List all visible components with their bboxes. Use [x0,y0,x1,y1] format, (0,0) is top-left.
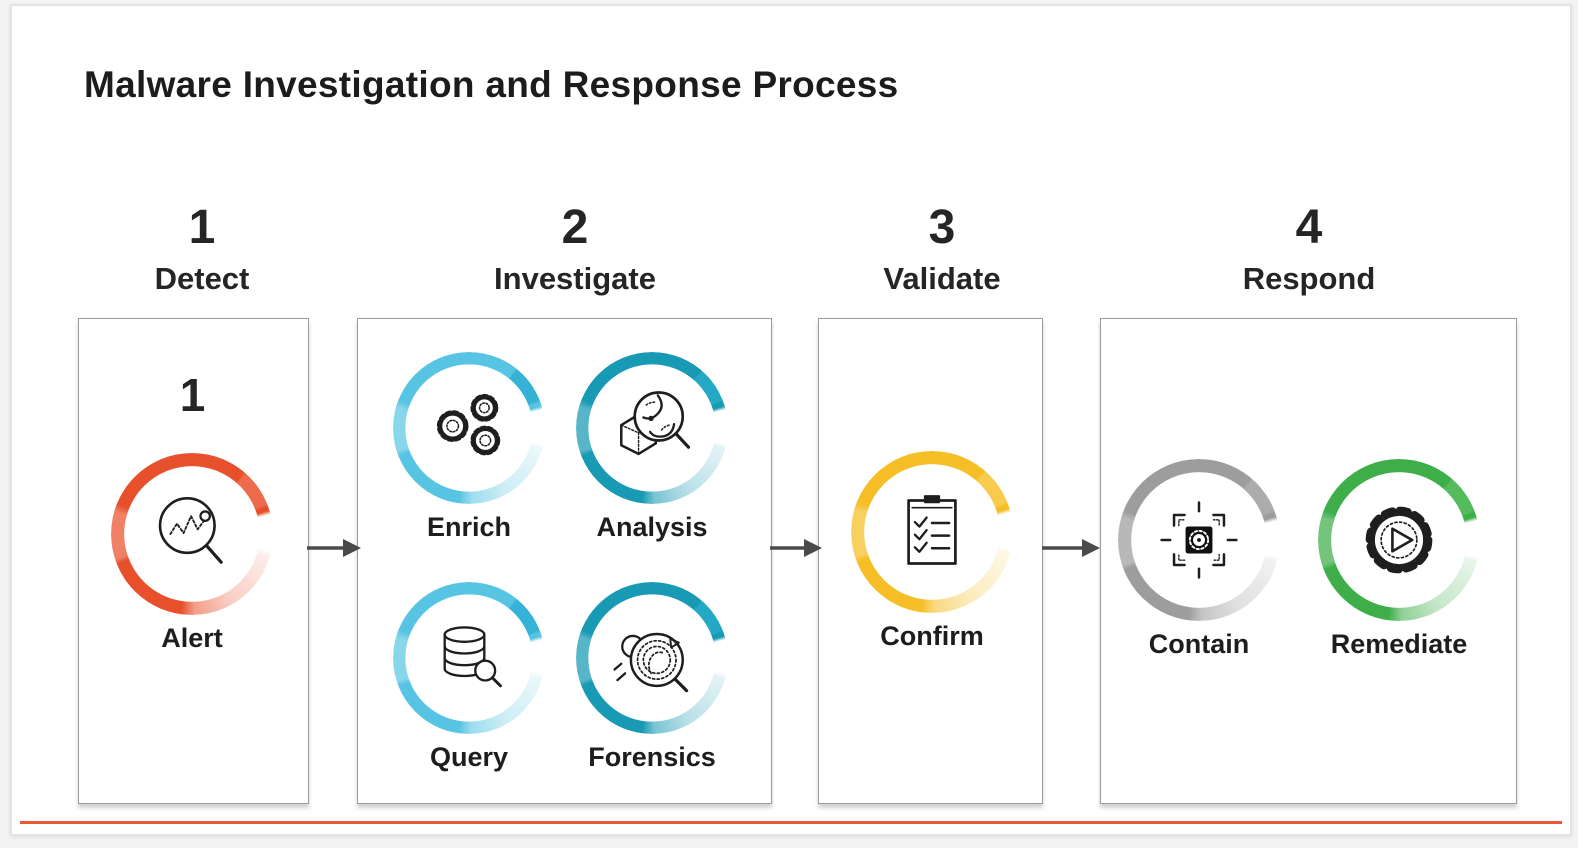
stage-number: 4 [1295,201,1323,254]
arrow-right-icon [1042,539,1100,557]
arrow-validate-to-respond [1042,535,1100,566]
arrow-detect-to-investigate [307,535,361,566]
accent-bottom-line [20,821,1562,824]
quarantine-target-icon [1160,501,1238,579]
stage-header-respond: 4 Respond [1243,204,1376,297]
step-label: Contain [1148,629,1250,659]
stage-label: Detect [154,261,250,296]
infographic-card: Malware Investigation and Response Proce… [10,4,1572,836]
stage-label: Validate [883,261,1001,296]
cube-magnifier-icon [620,391,691,456]
stage-header-validate: 3 Validate [883,204,1000,297]
step-alert: Alert [111,453,273,653]
page-title: Malware Investigation and Response Proce… [84,64,899,105]
arrow-investigate-to-validate [770,535,822,566]
step-contain: Contain [1118,459,1280,659]
step-enrich: Enrich [393,352,545,542]
enrich-ring [393,352,545,504]
alert-ring [111,453,273,615]
step-label: Enrich [426,512,512,542]
step-label: Alert [161,623,223,653]
bug-fingerprint-magnifier-icon [613,632,689,693]
step-query: Query [393,582,545,772]
alert-magnifier-icon [158,496,223,564]
step-label: Confirm [880,621,984,651]
detect-box-number: 1 [179,369,206,421]
step-label: Forensics [588,742,716,772]
step-confirm: Confirm [851,451,1013,651]
step-label: Remediate [1330,629,1468,659]
stage-header-detect: 1 Detect [155,204,250,297]
step-label: Query [429,742,509,772]
gear-play-icon [1365,506,1433,574]
stage-number: 1 [188,201,216,254]
stage-number: 2 [561,201,589,254]
query-ring [393,582,545,734]
step-forensics: Forensics [576,582,728,772]
step-analysis: Analysis [576,352,728,542]
arrow-right-icon [307,539,361,557]
stage-number: 3 [928,201,956,254]
step-label: Analysis [596,512,708,542]
database-magnifier-icon [443,626,502,688]
stage-label: Investigate [494,261,656,296]
checklist-clipboard-icon [907,495,957,565]
arrow-right-icon [770,539,822,557]
step-remediate: Remediate [1318,459,1480,659]
stage-label: Respond [1242,261,1376,296]
stage-header-investigate: 2 Investigate [494,204,656,297]
gears-icon [436,393,501,456]
